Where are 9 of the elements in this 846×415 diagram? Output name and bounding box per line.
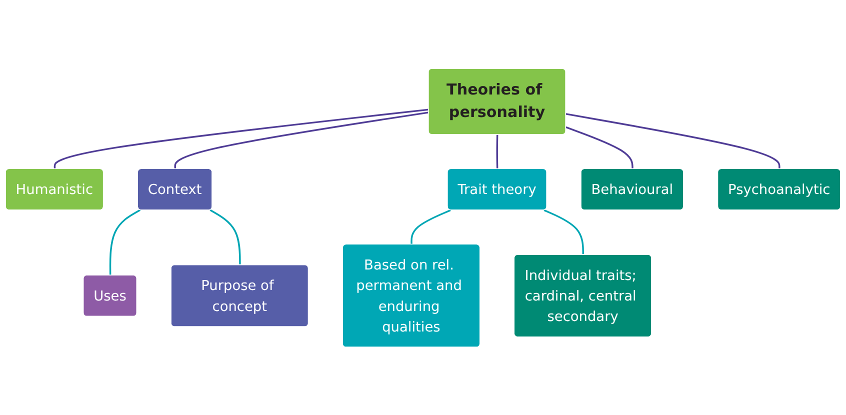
connector	[566, 112, 780, 169]
connector	[210, 208, 241, 265]
connector	[54, 108, 429, 169]
connector	[544, 209, 584, 255]
connector	[566, 126, 634, 169]
connector	[174, 111, 429, 169]
connector	[109, 208, 141, 276]
connector	[410, 209, 451, 244]
connector	[496, 134, 498, 169]
